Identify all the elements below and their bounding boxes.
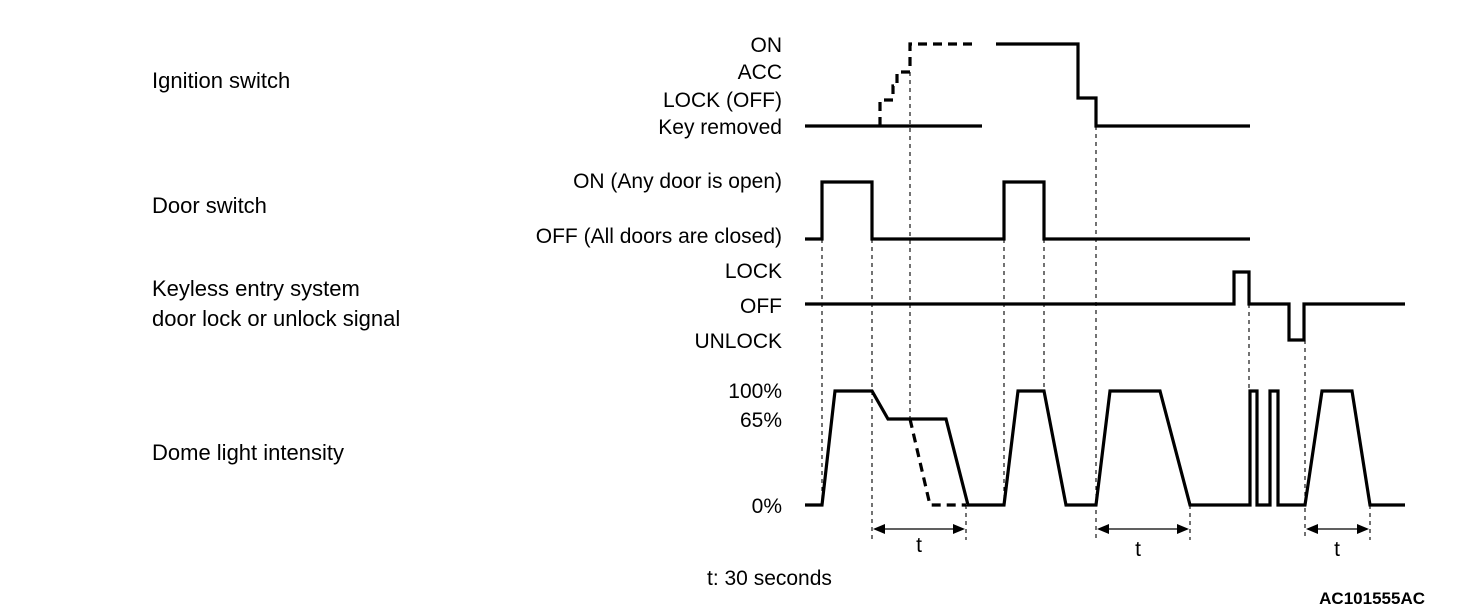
door-level-on: ON (Any door is open) xyxy=(573,170,782,193)
timing-guides xyxy=(821,72,1371,540)
interval-3: t xyxy=(1306,524,1369,561)
ignition-waveform xyxy=(805,42,1250,128)
door-switch-label: Door switch xyxy=(152,193,267,218)
keyless-level-lock: LOCK xyxy=(725,260,782,283)
keyless-entry-label-line1: Keyless entry system xyxy=(152,276,360,301)
interval-1-label: t xyxy=(916,534,922,557)
dome-light-label: Dome light intensity xyxy=(152,440,344,465)
dome-level-65: 65% xyxy=(740,409,782,432)
keyless-level-unlock: UNLOCK xyxy=(694,330,782,353)
ignition-level-acc: ACC xyxy=(738,61,782,84)
interval-1: t xyxy=(873,524,965,557)
keyless-entry-label-line2: door lock or unlock signal xyxy=(152,306,400,331)
ignition-switch-label: Ignition switch xyxy=(152,68,290,93)
keyless-level-off: OFF xyxy=(740,295,782,318)
interval-3-label: t xyxy=(1334,538,1340,561)
ignition-insert-dashed-trace xyxy=(878,42,975,126)
keyless-waveform xyxy=(805,270,1405,342)
ignition-level-key-removed: Key removed xyxy=(658,116,782,139)
interval-note: t: 30 seconds xyxy=(707,567,832,590)
door-waveform xyxy=(805,180,1250,241)
dome-trace-fast-fade xyxy=(908,418,966,507)
ignition-level-lock-off: LOCK (OFF) xyxy=(663,89,782,112)
dome-trace-main xyxy=(805,389,1405,507)
interval-2-label: t xyxy=(1135,538,1141,561)
dome-level-100: 100% xyxy=(728,380,782,403)
door-level-off: OFF (All doors are closed) xyxy=(536,225,782,248)
interval-2: t xyxy=(1097,524,1189,561)
dome-waveform xyxy=(805,389,1405,507)
figure-code: AC101555AC xyxy=(1319,589,1425,608)
ignition-level-on: ON xyxy=(751,34,783,57)
dome-level-0: 0% xyxy=(752,495,782,518)
ignition-on-to-removed-trace xyxy=(996,42,1250,128)
